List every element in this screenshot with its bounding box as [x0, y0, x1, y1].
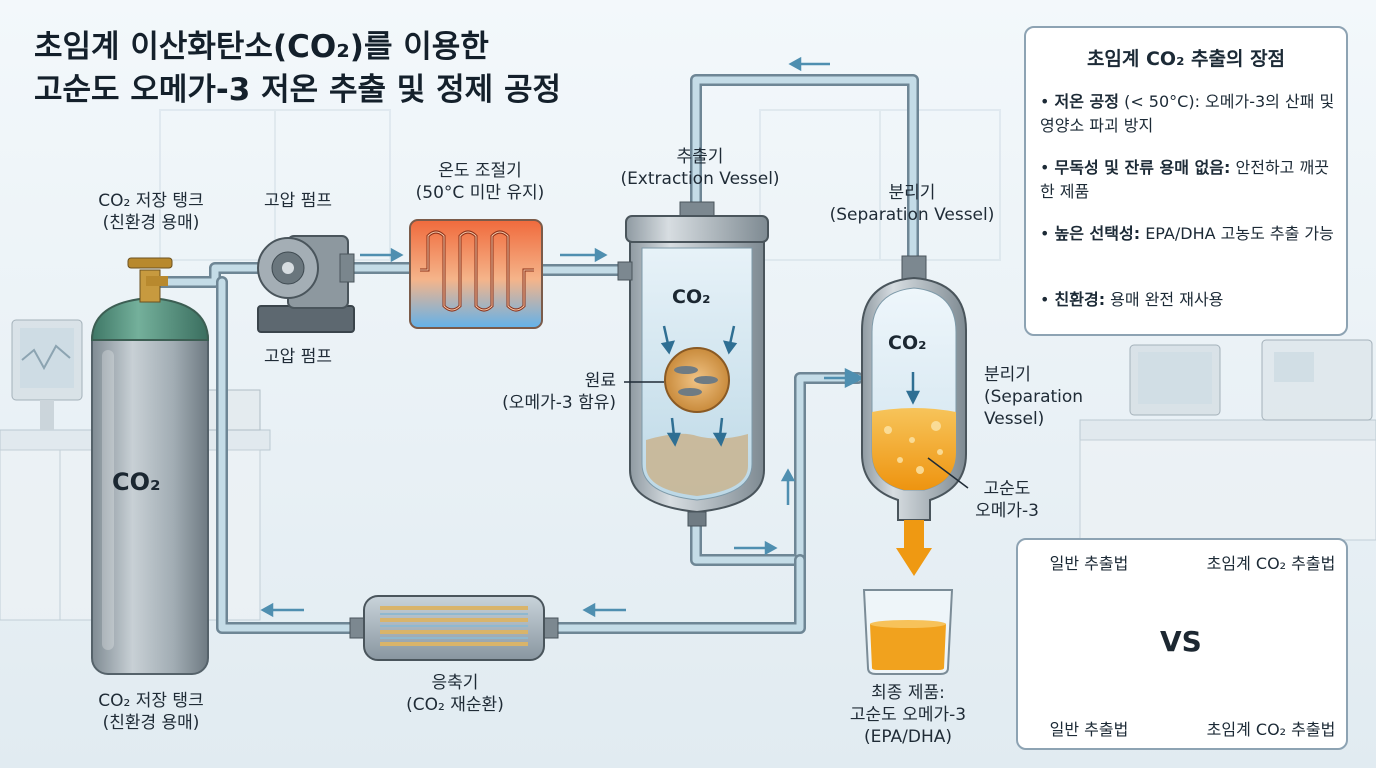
- flow-arrows: [260, 56, 865, 618]
- advantage-4-bold: 친환경:: [1054, 290, 1106, 309]
- comparison-panel: [1016, 538, 1348, 750]
- separator-side-sub-1: (Separation: [984, 387, 1084, 408]
- cmp-left-top: 일반 추출법: [1049, 554, 1129, 573]
- product-label-group: 최종 제품: 고순도 오메가-3 (EPA/DHA): [820, 682, 996, 748]
- arrow-bottom-out: [734, 540, 778, 556]
- co2-tank: [90, 257, 210, 675]
- advantage-item-4: • 친환경: 용매 완전 재사용: [1040, 290, 1224, 309]
- product-line-1: 최종 제품:: [871, 683, 945, 703]
- separator-side-label: 분리기: [984, 365, 1031, 385]
- tank-bottom-label-group: CO₂ 저장 탱크 (친환경 용매): [56, 690, 246, 734]
- cmp-left-bottom: 일반 추출법: [1049, 720, 1129, 739]
- advantage-2-text: 안전하고 깨끗한 제품: [1040, 158, 1329, 201]
- separator-top-label: 분리기: [888, 183, 936, 203]
- advantage-2-bold: 무독성 및 잔류 용매 없음:: [1054, 158, 1231, 177]
- cmp-vs: VS: [1160, 625, 1202, 658]
- advantage-1-bold: 저온 공정: [1054, 92, 1119, 111]
- tank-top-sub: (친환경 용매): [102, 213, 200, 234]
- cmp-right-top: 초임계 CO₂ 추출법: [1206, 554, 1336, 573]
- extractor-label: 추출기: [676, 147, 724, 167]
- advantage-item-1: • 저온 공정 (< 50°C): 오메가-3의 산패 및 영양소 파괴 방지: [1040, 92, 1335, 135]
- temperature-controller: [409, 219, 543, 329]
- heater-label: 온도 조절기: [438, 161, 522, 181]
- condenser-sub: (CO₂ 재순환): [406, 695, 504, 716]
- advantage-4-text: 용매 완전 재사용: [1105, 290, 1224, 309]
- arrow-condenser-out: [260, 602, 304, 618]
- product-line-2: 고순도 오메가-3: [849, 705, 967, 726]
- heater-label-group: 온도 조절기 (50°C 미만 유지): [380, 160, 580, 204]
- tank-top-label-group: CO₂ 저장 탱크 (친환경 용매): [56, 190, 246, 234]
- title-line-1: 초임계 이산화탄소(CO₂)를 이용한: [34, 29, 489, 65]
- extractor-sub: (Extraction Vessel): [620, 169, 780, 190]
- condenser-label: 응축기: [431, 673, 479, 693]
- condenser: [349, 595, 559, 661]
- arrow-top-return: [788, 56, 830, 72]
- arrow-sep-inlet: [844, 367, 865, 389]
- product-beaker: [862, 589, 954, 675]
- oil-label-1: 고순도: [983, 479, 1031, 499]
- oil-label-group: 고순도 오메가-3: [962, 478, 1052, 522]
- oil-leader-line: [927, 457, 969, 489]
- extractor-label-group: 추출기 (Extraction Vessel): [600, 146, 800, 190]
- separator-top-sub: (Separation Vessel): [829, 205, 995, 226]
- arrow-condenser-in: [582, 602, 626, 618]
- advantage-3-text: EPA/DHA 고농도 추출 가능: [1140, 224, 1334, 243]
- separator-co2-label: CO₂: [888, 332, 927, 354]
- lab-bench-right: [1079, 339, 1376, 541]
- heater-sub: (50°C 미만 유지): [415, 183, 545, 204]
- title-line-2: 고순도 오메가-3 저온 추출 및 정제 공정: [34, 71, 561, 108]
- tank-bottom-sub: (친환경 용매): [102, 713, 200, 734]
- advantage-item-2: • 무독성 및 잔류 용매 없음: 안전하고 깨끗한 제품: [1040, 158, 1329, 201]
- advantage-item-3: • 높은 선택성: EPA/DHA 고농도 추출 가능: [1040, 224, 1334, 243]
- pump-top-label: 고압 펌프: [264, 191, 332, 211]
- material-label: 원료: [584, 371, 616, 391]
- piping-network: [154, 74, 919, 634]
- oil-label-2: 오메가-3: [975, 501, 1039, 522]
- advantage-3-bold: 높은 선택성:: [1054, 224, 1141, 243]
- arrow-heater-out: [560, 247, 608, 263]
- advantage-1-text: (< 50°C): 오메가-3의 산패 및 영양소 파괴 방지: [1040, 92, 1335, 135]
- material-sub: (오메가-3 함유): [502, 393, 616, 414]
- cmp-right-bottom: 초임계 CO₂ 추출법: [1206, 720, 1336, 739]
- extractor-co2-label: CO₂: [672, 286, 711, 308]
- tank-bottom-label: CO₂ 저장 탱크: [98, 691, 204, 711]
- advantages-title: 초임계 CO₂ 추출의 장점: [1086, 48, 1286, 70]
- separator-top-label-group: 분리기 (Separation Vessel): [812, 182, 1012, 226]
- condenser-label-group: 응축기 (CO₂ 재순환): [360, 672, 550, 716]
- tank-body-label: CO₂: [112, 468, 161, 496]
- separator-side-sub-2: Vessel): [984, 409, 1045, 430]
- separator-side-label-group: 분리기 (Separation Vessel): [984, 364, 1114, 430]
- material-label-group: 원료 (오메가-3 함유): [456, 370, 616, 414]
- advantages-panel: 초임계 CO₂ 추출의 장점 • 저온 공정 (< 50°C): 오메가-3의 …: [1024, 26, 1348, 336]
- product-line-3: (EPA/DHA): [863, 727, 953, 748]
- separation-vessel: [861, 255, 969, 576]
- pump-bottom-label: 고압 펌프: [264, 347, 332, 367]
- high-pressure-pump: [257, 235, 355, 333]
- oil-outflow-arrow: [896, 548, 932, 576]
- arrow-pump-in: [360, 247, 404, 263]
- extraction-vessel: [617, 201, 769, 527]
- arrow-riser: [780, 468, 796, 505]
- tank-top-label: CO₂ 저장 탱크: [98, 191, 204, 211]
- page-title: 초임계 이산화탄소(CO₂)를 이용한 고순도 오메가-3 저온 추출 및 정제…: [34, 26, 561, 112]
